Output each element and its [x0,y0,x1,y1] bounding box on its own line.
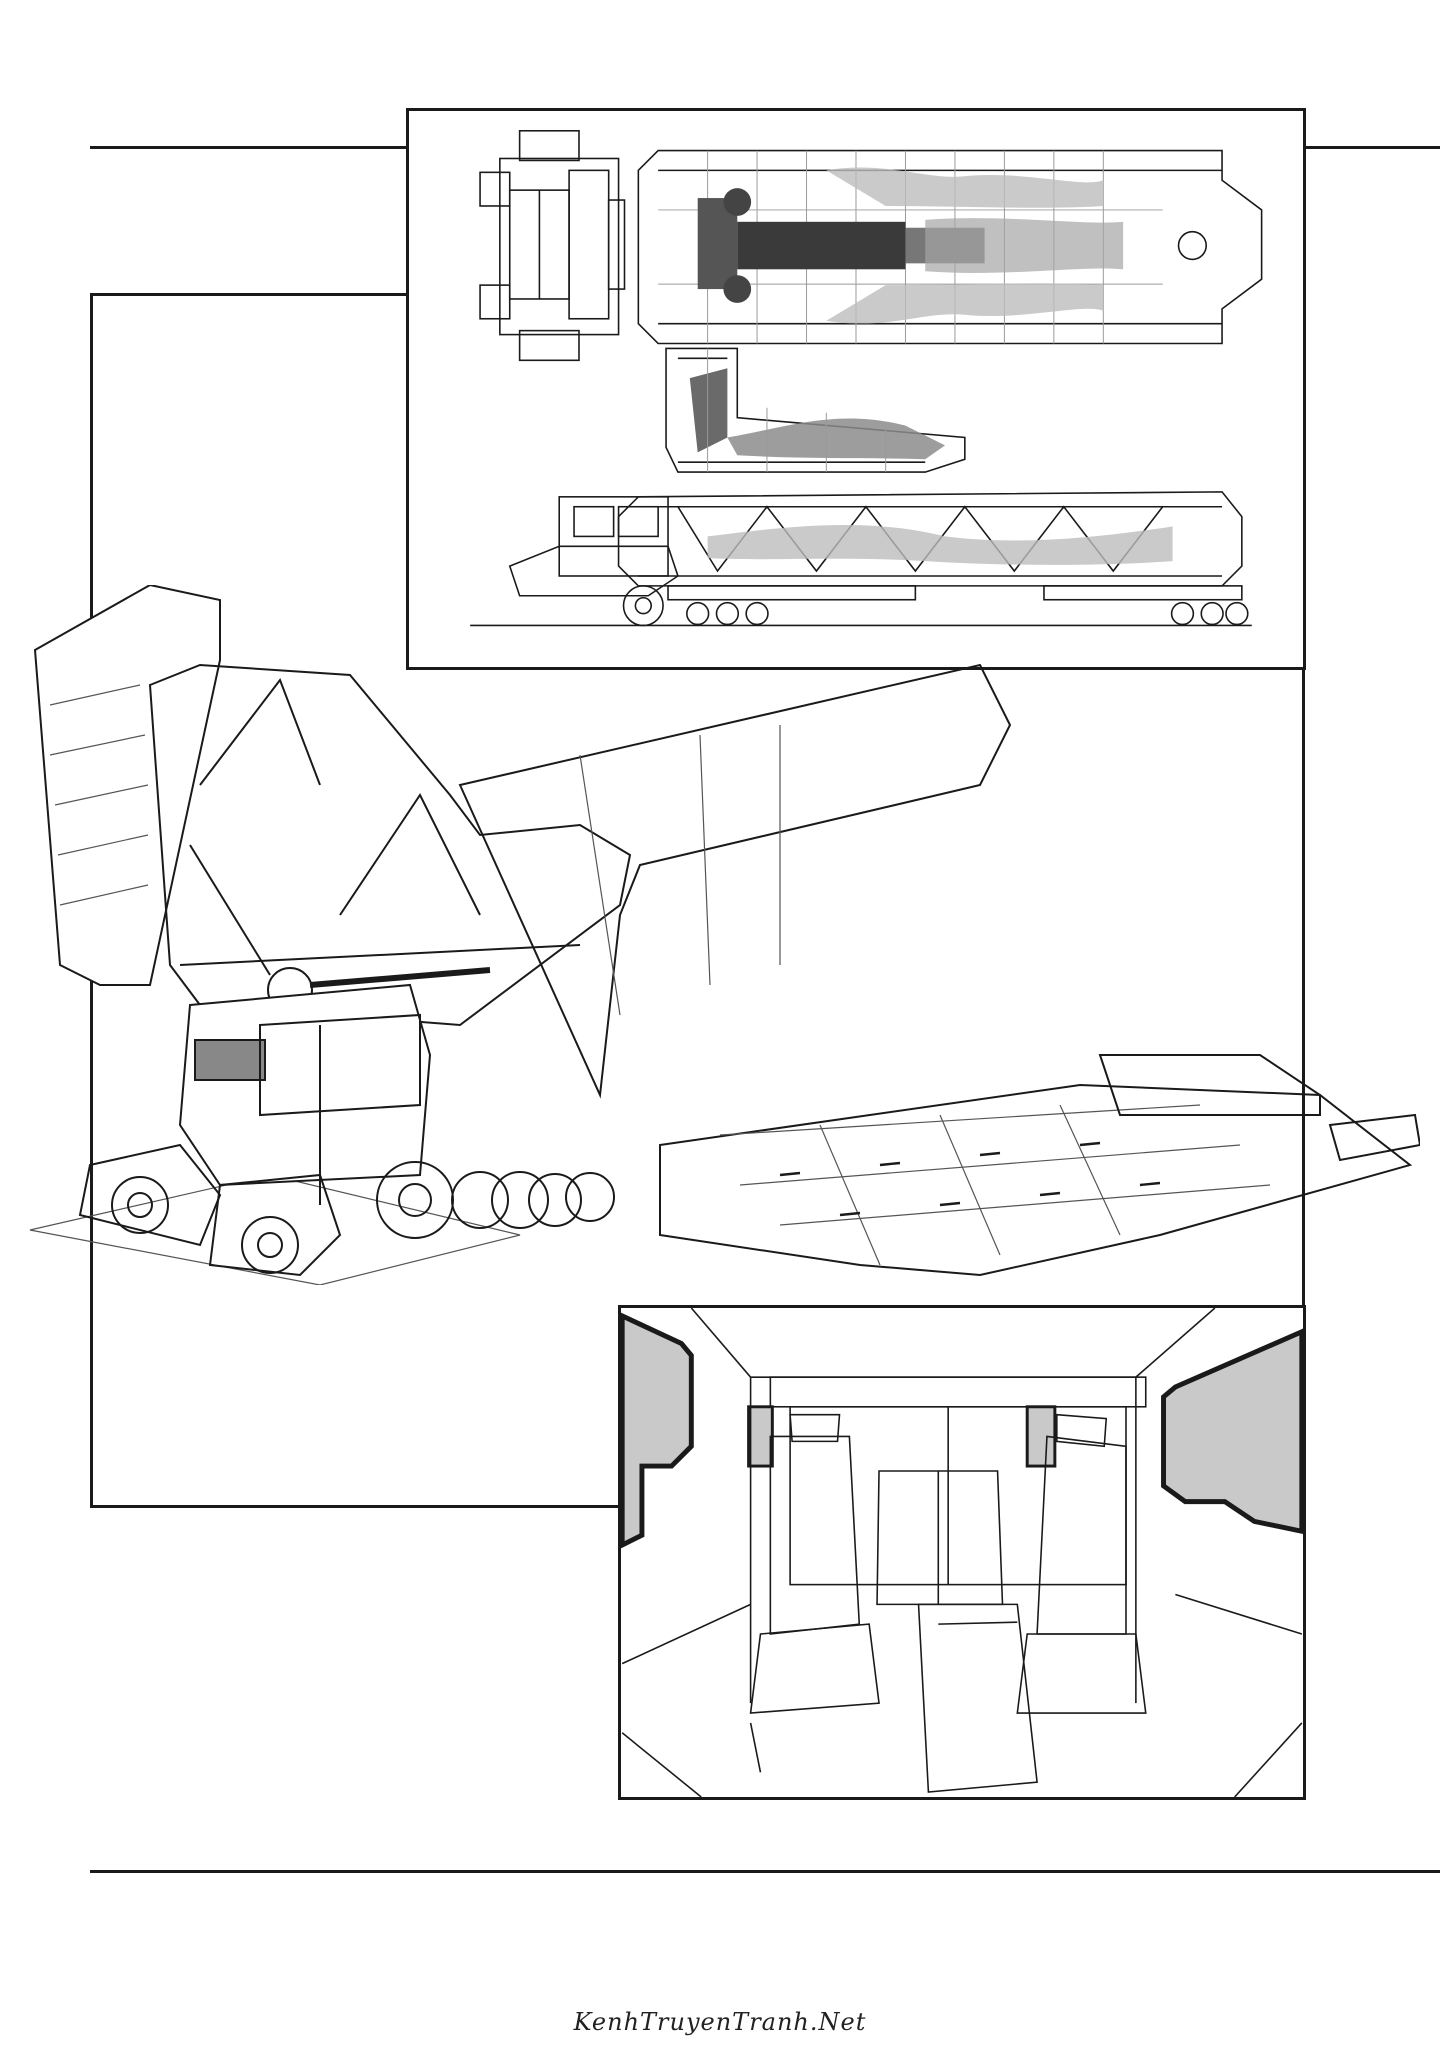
cabin-interior-panel [618,1305,1306,1800]
cradle-side-view [665,347,966,473]
site-watermark: KenhTruyenTranh.Net [573,2008,867,2036]
plan-views-illustration [470,129,1263,627]
seat-right [1016,1413,1147,1714]
bottom-rule [90,1870,1440,1873]
top-rule-right [1303,146,1440,149]
trailer-top-view [637,149,1263,345]
perspective-illustration [20,585,1420,1285]
top-rule-left [90,146,408,149]
truck-side-view [470,491,1252,627]
vehicle-perspective-drawing [29,585,1420,1285]
plan-views-panel [406,108,1306,670]
tractor-top-view [479,129,626,362]
seat-left [749,1413,880,1773]
cabin-interior-illustration [621,1308,1303,1797]
